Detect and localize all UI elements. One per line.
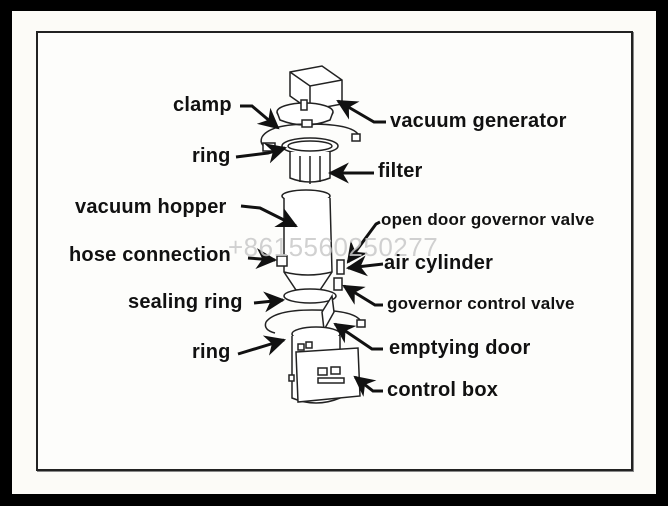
leader-open-door-governor-valve (346, 220, 381, 264)
label-governor-control-valve: governor control valve (387, 294, 575, 313)
watermark-phone: +8615560250277 (228, 232, 439, 262)
label-ring-bottom: ring (192, 341, 231, 363)
leader-emptying-door (333, 322, 383, 351)
leader-clamp (240, 104, 280, 130)
leader-governor-control-valve (342, 284, 383, 307)
leader-air-cylinder (345, 255, 384, 277)
label-control-box: control box (387, 379, 499, 401)
control-box-part (288, 326, 361, 404)
label-vacuum-generator: vacuum generator (390, 110, 567, 132)
label-vacuum-hopper: vacuum hopper (75, 196, 227, 218)
vacuum-hopper-part (276, 189, 333, 291)
leader-vacuum-hopper (240, 204, 298, 228)
label-sealing-ring: sealing ring (128, 291, 243, 313)
label-ring-top: ring (192, 145, 231, 167)
filter-part (262, 137, 339, 184)
vacuum-generator-part (276, 65, 343, 126)
leader-control-box (353, 375, 383, 397)
leader-sealing-ring (253, 291, 286, 313)
leader-hose-connection (247, 248, 278, 270)
leader-ring-bottom (237, 335, 287, 356)
label-hose-connection: hose connection (69, 244, 231, 266)
label-filter: filter (378, 160, 423, 182)
label-air-cylinder: air cylinder (384, 252, 494, 274)
label-emptying-door: emptying door (389, 337, 531, 359)
leader-ring-top (235, 143, 288, 164)
label-clamp: clamp (173, 94, 232, 116)
leader-vacuum-generator (336, 99, 386, 124)
label-open-door-governor-valve: open door governor valve (381, 210, 595, 229)
lower-clamp-part (264, 293, 366, 334)
